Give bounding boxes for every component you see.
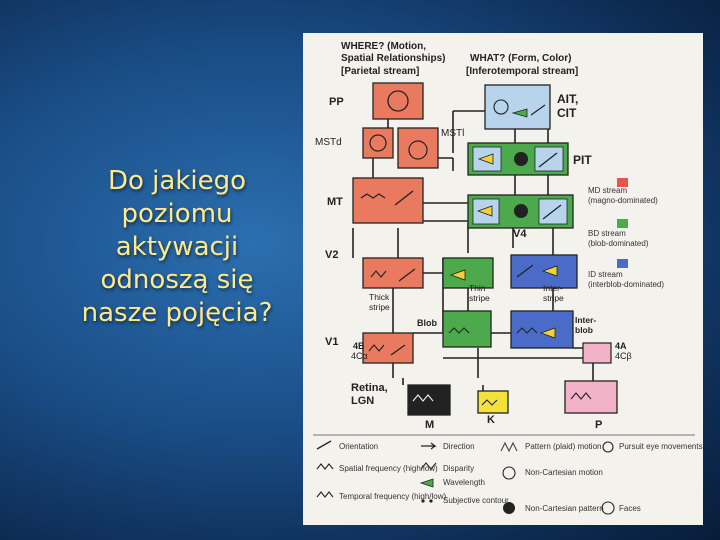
legend-pursuit: Pursuit eye movements	[619, 442, 703, 451]
legend-non-cartesian-pattern: Non-Cartesian pattern	[525, 504, 604, 513]
mt-label: MT	[327, 196, 343, 208]
legend-pattern-motion: Pattern (plaid) motion	[525, 442, 601, 451]
bd-stream-label: BD stream	[588, 229, 626, 238]
mstl-box	[398, 128, 438, 168]
where-header-line: [Parietal stream]	[341, 66, 419, 77]
blob-label: Blob	[417, 318, 437, 328]
question-line: poziomu	[62, 198, 292, 231]
interstripe-label: Inter-	[543, 283, 563, 293]
legend-orientation: Orientation	[339, 442, 378, 451]
non-cartesian-motion-icon	[503, 467, 515, 479]
4a-box	[583, 343, 611, 363]
legend-faces: Faces	[619, 504, 641, 513]
k-box	[478, 391, 508, 413]
retina-label: Retina,	[351, 382, 388, 394]
legend-non-cartesian-motion: Non-Cartesian motion	[525, 468, 603, 477]
md-stream-desc: (magno-dominated)	[588, 196, 658, 205]
m-label: M	[425, 419, 434, 431]
pit-label: PIT	[573, 153, 592, 167]
thick-stripe-label: stripe	[369, 302, 390, 312]
legend-direction: Direction	[443, 442, 475, 451]
what-header-line: [Inferotemporal stream]	[466, 66, 578, 77]
wavelength-icon	[421, 479, 433, 487]
faces-icon	[602, 502, 614, 514]
thin-stripe-label: stripe	[469, 293, 490, 303]
cit-label: CIT	[557, 106, 577, 120]
pp-box	[373, 83, 423, 119]
what-header-line: WHAT? (Form, Color)	[470, 53, 571, 64]
orientation-icon	[317, 441, 331, 449]
mstd-label: MSTd	[315, 137, 342, 148]
mstd-box	[363, 128, 393, 158]
visual-pathways-figure: WHERE? (Motion, Spatial Relationships) […	[303, 33, 703, 525]
4ca-label: 4Cα	[351, 351, 368, 361]
ait-box	[485, 85, 550, 129]
md-stream-label: MD stream	[588, 186, 627, 195]
interblob-label: Inter-	[575, 315, 596, 325]
v1-label: V1	[325, 336, 338, 348]
question-line: nasze pojęcia?	[62, 297, 292, 330]
visual-pathways-diagram: WHERE? (Motion, Spatial Relationships) […	[303, 33, 703, 525]
where-header-line: Spatial Relationships)	[341, 53, 445, 64]
mt-box	[353, 178, 423, 223]
question-line: aktywacji	[62, 231, 292, 264]
bd-stream-swatch	[617, 219, 628, 228]
legend-temporal-frequency: Temporal frequency (high/low)	[339, 492, 446, 501]
thin-stripe-label: Thin	[469, 283, 486, 293]
id-stream-swatch	[617, 259, 628, 268]
where-header-line: WHERE? (Motion,	[341, 41, 426, 52]
mstl-label: MSTl	[441, 128, 464, 139]
v4-label: V4	[513, 228, 527, 240]
interstripe-label: stripe	[543, 293, 564, 303]
id-stream-label: ID stream	[588, 270, 623, 279]
non-cartesian-pattern-icon	[514, 204, 528, 218]
blob-box	[443, 311, 491, 347]
temporal-frequency-icon	[317, 492, 333, 497]
v2-label: V2	[325, 249, 338, 261]
direction-icon	[421, 443, 435, 449]
pp-label: PP	[329, 96, 344, 108]
legend-subjective-contour: Subjective contour	[443, 496, 509, 505]
k-label: K	[487, 414, 495, 426]
interblob-label: blob	[575, 325, 593, 335]
bd-stream-desc: (blob-dominated)	[588, 239, 649, 248]
question-line: odnoszą się	[62, 264, 292, 297]
4b-box	[363, 333, 413, 363]
lgn-label: LGN	[351, 395, 374, 407]
p-label: P	[595, 419, 602, 431]
legend-disparity: Disparity	[443, 464, 474, 473]
4b-label: 4B	[353, 341, 365, 351]
non-cartesian-pattern-icon	[514, 152, 528, 166]
id-stream-desc: (interblob-dominated)	[588, 280, 664, 289]
ait-label: AIT,	[557, 92, 578, 106]
legend-wavelength: Wavelength	[443, 478, 485, 487]
4cb-label: 4Cβ	[615, 351, 632, 361]
4a-label: 4A	[615, 341, 627, 351]
pursuit-icon	[603, 442, 613, 452]
legend-spatial-frequency: Spatial frequency (high/low)	[339, 464, 438, 473]
question-line: Do jakiego	[62, 165, 292, 198]
thick-stripe-box	[363, 258, 423, 288]
spatial-frequency-icon	[317, 464, 333, 469]
pattern-motion-icon	[501, 443, 517, 451]
slide-question: Do jakiego poziomu aktywacji odnoszą się…	[62, 165, 292, 330]
thick-stripe-label: Thick	[369, 292, 390, 302]
